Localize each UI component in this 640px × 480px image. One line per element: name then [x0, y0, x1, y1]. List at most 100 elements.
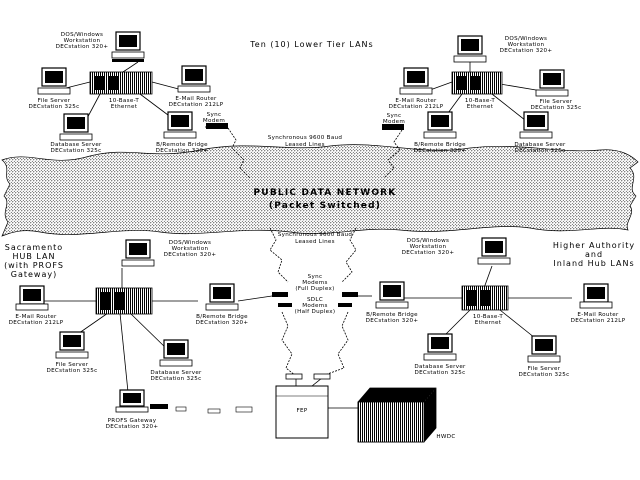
svg-text:DECstation 325c: DECstation 325c: [414, 370, 465, 376]
ethernet-hub-tr-label: 10-Base-T Ethernet: [465, 98, 495, 110]
file-server-ha-label: File Server DECstation 325c: [518, 366, 569, 378]
svg-text:DECstation 320+: DECstation 320+: [402, 250, 455, 256]
mail-router-ha: E-Mail Router DECstation 212LP: [571, 283, 626, 324]
dos-workstation-sac: DOS/Windows Workstation DECstation 320+: [121, 239, 216, 267]
remote-bridge-sac-label: B/Remote Bridge DECstation 320+: [196, 314, 248, 326]
svg-text:DECstation 212LP: DECstation 212LP: [169, 102, 224, 108]
database-server-tl-label: Database Server DECstation 325c: [50, 142, 102, 154]
svg-text:Database Server: Database Server: [50, 142, 102, 148]
profs-gateway-sac: PROFS Gateway DECstation 320+: [106, 389, 253, 430]
svg-text:DECstation 212LP: DECstation 212LP: [9, 320, 64, 326]
ethernet-hub-sac: [95, 287, 153, 315]
file-server-tl: File Server DECstation 325c: [28, 67, 79, 110]
svg-text:10-Base-T: 10-Base-T: [109, 98, 139, 104]
fep-label: FEP: [296, 408, 307, 414]
svg-text:DOS/Windows: DOS/Windows: [505, 36, 547, 42]
ethernet-hub-ha: 10-Base-T Ethernet: [461, 285, 509, 326]
cloud-title: PUBLIC DATA NETWORK: [254, 188, 397, 198]
leased-lines: [227, 127, 403, 377]
ethernet-hub-tl-label: 10-Base-T Ethernet: [109, 98, 139, 110]
svg-text:Inland Hub LANs: Inland Hub LANs: [553, 259, 634, 268]
mail-router-ha-label: E-Mail Router DECstation 212LP: [571, 312, 626, 324]
higher-authority-title: Higher Authority and Inland Hub LANs: [553, 241, 635, 268]
remote-bridge-ha-label: B/Remote Bridge DECstation 320+: [366, 312, 419, 324]
svg-text:B/Remote Bridge: B/Remote Bridge: [366, 312, 418, 318]
svg-text:DECstation 320+: DECstation 320+: [500, 48, 553, 54]
svg-text:10-Base-T: 10-Base-T: [465, 98, 495, 104]
svg-text:(with PROFS: (with PROFS: [4, 261, 64, 270]
higher-authority-lan: Higher Authority and Inland Hub LANs DOS…: [366, 237, 635, 378]
svg-text:Database Server: Database Server: [414, 364, 466, 370]
database-server-ha-label: Database Server DECstation 325c: [414, 364, 466, 376]
center-equipment: Sync Modems (Full Duplex) SDLC Modems (H…: [272, 274, 455, 443]
svg-text:Sacramento: Sacramento: [5, 243, 63, 252]
svg-text:Gateway): Gateway): [11, 270, 57, 279]
file-server-sac: File Server DECstation 325c: [46, 331, 97, 374]
sacramento-title: Sacramento HUB LAN (with PROFS Gateway): [4, 243, 64, 279]
svg-text:DECstation 325c: DECstation 325c: [150, 376, 201, 382]
remote-bridge-tl-label: B/Remote Bridge DECstation 320+: [156, 142, 208, 154]
hwdc-mainframe: HWDC: [357, 387, 455, 443]
dos-workstation-tl-label: DOS/Windows Workstation DECstation 320+: [56, 32, 109, 50]
svg-text:Sync: Sync: [207, 112, 222, 118]
dos-workstation-tr: DOS/Windows Workstation DECstation 320+: [453, 35, 553, 63]
file-server-ha: File Server DECstation 325c: [518, 335, 569, 378]
svg-text:Sync: Sync: [387, 113, 402, 119]
database-server-sac-label: Database Server DECstation 325c: [150, 370, 202, 382]
mail-router-tl: E-Mail Router DECstation 212LP: [169, 65, 224, 108]
svg-text:Modems: Modems: [302, 303, 327, 309]
svg-text:Leased Lines: Leased Lines: [285, 142, 325, 148]
svg-text:Database Server: Database Server: [150, 370, 202, 376]
mail-router-tr-label: E-Mail Router DECstation 212LP: [389, 98, 444, 110]
sacramento-hub-lan: Sacramento HUB LAN (with PROFS Gateway) …: [4, 239, 253, 430]
remote-bridge-ha: B/Remote Bridge DECstation 320+: [366, 281, 419, 324]
svg-text:DECstation 325c: DECstation 325c: [50, 148, 101, 154]
database-server-tl: Database Server DECstation 325c: [50, 113, 102, 154]
fep-modems: [285, 373, 331, 380]
database-server-tr-label: Database Server DECstation 325c: [514, 142, 565, 154]
svg-text:DOS/Windows: DOS/Windows: [169, 240, 211, 246]
profs-gateway-sac-label: PROFS Gateway DECstation 320+: [106, 418, 158, 430]
svg-text:Higher Authority: Higher Authority: [553, 241, 635, 250]
dos-workstation-tr-label: DOS/Windows Workstation DECstation 320+: [500, 36, 553, 54]
sync-modem-tr-label: Sync Modem: [383, 113, 405, 125]
svg-text:DECstation 320+: DECstation 320+: [56, 44, 109, 50]
cloud-subtitle: (Packet Switched): [269, 201, 381, 211]
svg-text:Modem: Modem: [203, 118, 225, 124]
file-server-tr-label: File Server DECstation 325c: [530, 99, 581, 111]
ethernet-hub-ha-label: 10-Base-T Ethernet: [473, 314, 503, 326]
svg-text:Modem: Modem: [383, 119, 405, 125]
svg-text:DECstation 325c: DECstation 325c: [530, 105, 581, 111]
svg-text:SDLC: SDLC: [307, 297, 323, 303]
top-left-lan: DOS/Windows Workstation DECstation 320+ …: [28, 31, 228, 154]
sync-modems-label: Sync Modems (Full Duplex): [295, 274, 334, 292]
svg-text:DECstation 325c: DECstation 325c: [514, 148, 565, 154]
svg-text:E-Mail Router: E-Mail Router: [577, 312, 619, 318]
svg-text:Workstation: Workstation: [64, 38, 101, 44]
svg-text:File Server: File Server: [528, 366, 561, 372]
svg-text:DECstation 325c: DECstation 325c: [518, 372, 569, 378]
svg-text:E-Mail Router: E-Mail Router: [395, 98, 437, 104]
dos-workstation-ha-label: DOS/Windows Workstation DECstation 320+: [402, 238, 455, 256]
svg-text:Synchronous 9600 Baud: Synchronous 9600 Baud: [268, 135, 343, 141]
top-link-label: Synchronous 9600 Baud Leased Lines: [268, 135, 343, 148]
remote-bridge-tr: B/Remote Bridge DECstation 320+: [414, 111, 466, 154]
mail-router-sac-label: E-Mail Router DECstation 212LP: [9, 314, 64, 326]
svg-text:DECstation 320+: DECstation 320+: [366, 318, 419, 324]
database-server-sac: Database Server DECstation 325c: [150, 339, 202, 382]
sdlc-modems-label: SDLC Modems (Half Duplex): [295, 297, 336, 315]
svg-text:DECstation 212LP: DECstation 212LP: [571, 318, 626, 324]
svg-text:Ethernet: Ethernet: [111, 104, 138, 110]
remote-bridge-tl: B/Remote Bridge DECstation 320+: [156, 111, 208, 154]
svg-text:Modems: Modems: [302, 280, 327, 286]
file-server-sac-label: File Server DECstation 325c: [46, 362, 97, 374]
svg-text:B/Remote Bridge: B/Remote Bridge: [414, 142, 466, 148]
mail-router-tl-label: E-Mail Router DECstation 212LP: [169, 96, 224, 108]
svg-text:Synchronous 9600 Baud: Synchronous 9600 Baud: [278, 232, 353, 238]
database-server-tr: Database Server DECstation 325c: [514, 111, 566, 154]
database-server-ha: Database Server DECstation 325c: [414, 333, 466, 376]
svg-text:Workstation: Workstation: [172, 246, 209, 252]
svg-text:DECstation 325c: DECstation 325c: [28, 104, 79, 110]
ethernet-hub-tr: 10-Base-T Ethernet: [451, 71, 503, 110]
